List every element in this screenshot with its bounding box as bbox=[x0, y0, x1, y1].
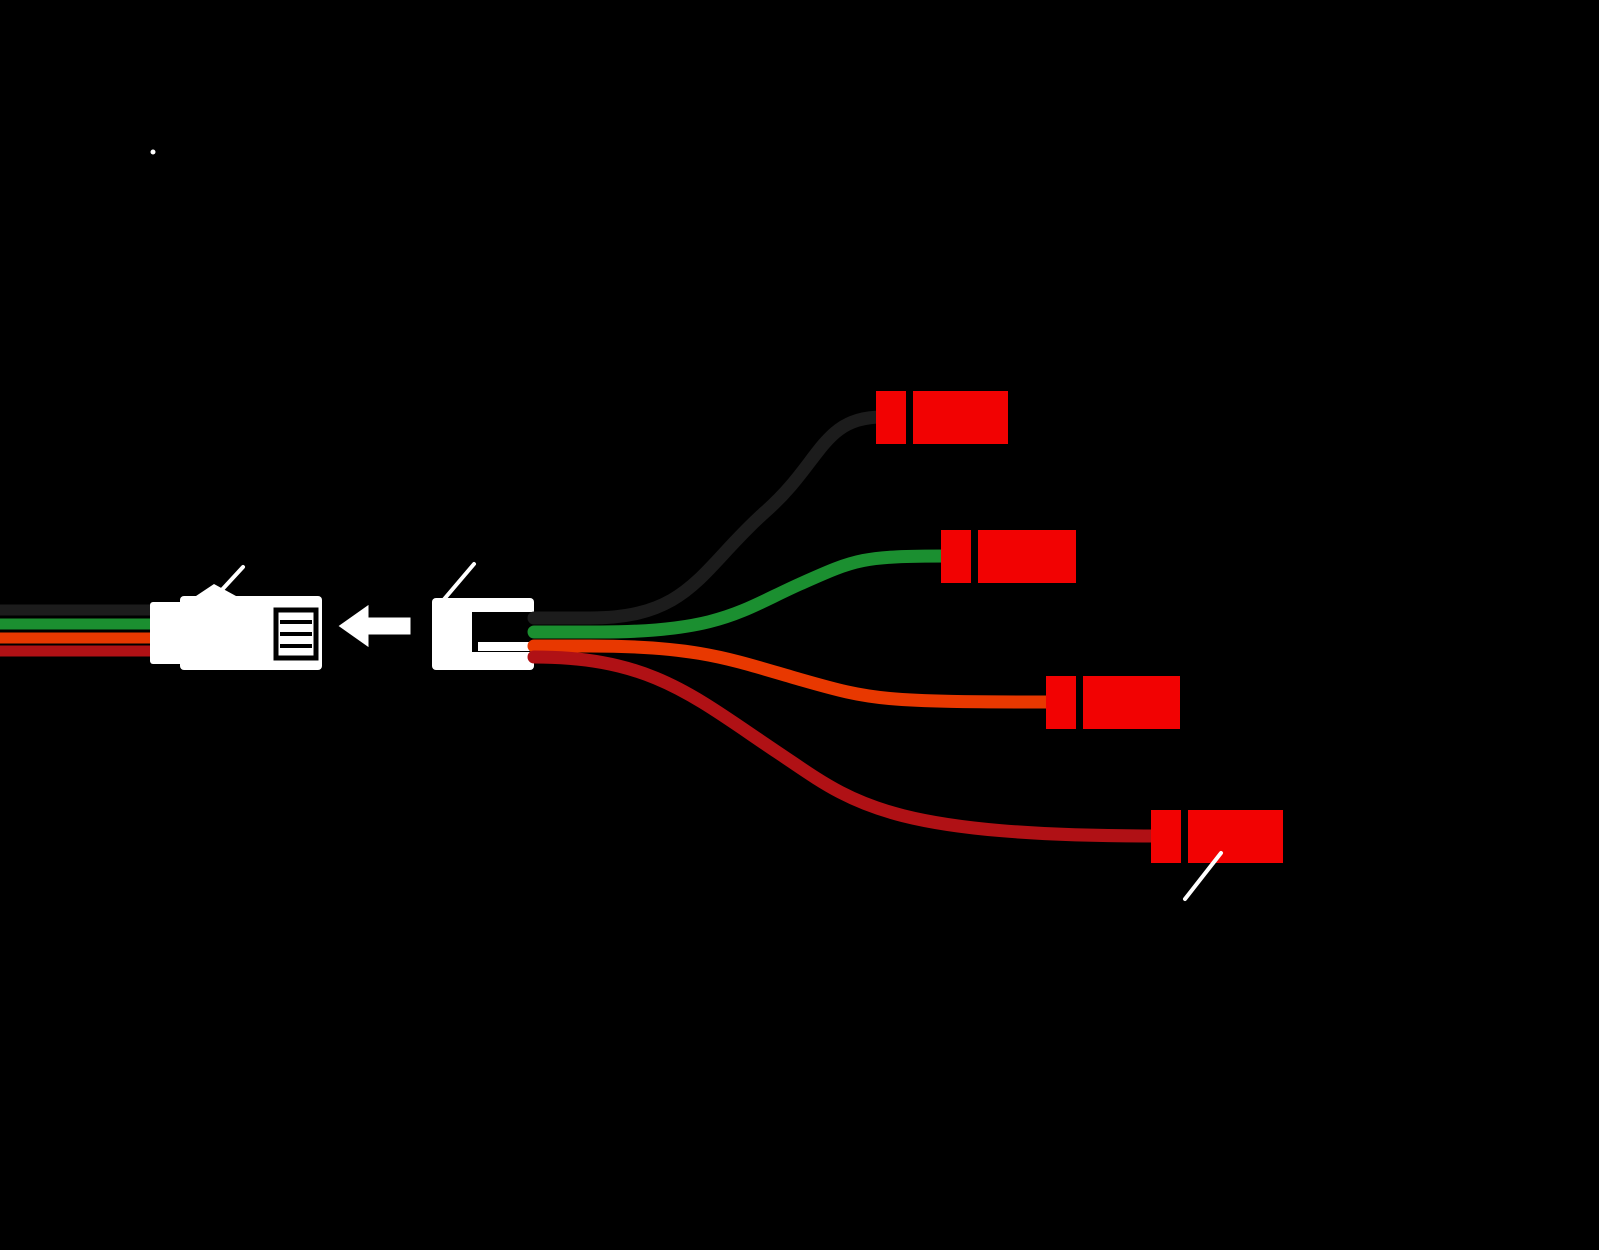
fanout-wire-black bbox=[527, 410, 889, 625]
plug-connector-wire-entry bbox=[150, 602, 184, 664]
callout-line-plug bbox=[205, 565, 245, 608]
spade-terminal-4-sleeve bbox=[1151, 810, 1181, 863]
spade-terminal-2 bbox=[941, 530, 1076, 583]
plug-connector bbox=[150, 584, 322, 670]
receptacle-connector bbox=[432, 598, 534, 670]
fanout-wire-orange-red bbox=[527, 639, 1059, 709]
spade-terminal-4 bbox=[1151, 810, 1283, 863]
spade-terminal-3 bbox=[1046, 676, 1180, 729]
fanout-wires bbox=[527, 410, 1165, 843]
plug-pin-contacts bbox=[273, 607, 319, 661]
fanout-wire-dark-red bbox=[527, 650, 1165, 843]
spade-terminal-1-body bbox=[913, 391, 1008, 444]
callout-dot bbox=[150, 149, 156, 155]
fanout-wire-green bbox=[527, 549, 955, 639]
plug-connector-body bbox=[180, 596, 322, 670]
spade-terminal-2-body bbox=[978, 530, 1076, 583]
spade-terminal-2-sleeve bbox=[941, 530, 971, 583]
spade-terminal-3-sleeve bbox=[1046, 676, 1076, 729]
callout-line-terminal-4 bbox=[1183, 851, 1223, 901]
spade-terminal-4-body bbox=[1188, 810, 1283, 863]
spade-terminal-1-sleeve bbox=[876, 391, 906, 444]
callout-lines bbox=[205, 562, 1223, 901]
left-wire-bundle bbox=[0, 604, 152, 657]
callout-line-receptacle bbox=[438, 562, 476, 606]
spade-terminal-3-body bbox=[1083, 676, 1180, 729]
receptacle-connector-cavity-tab bbox=[478, 642, 534, 651]
plug-connector-latch bbox=[196, 584, 236, 596]
plug-pin-contact-frame bbox=[273, 607, 319, 661]
spade-terminal-1 bbox=[876, 391, 1008, 444]
mating-direction-arrow-icon bbox=[333, 599, 414, 653]
